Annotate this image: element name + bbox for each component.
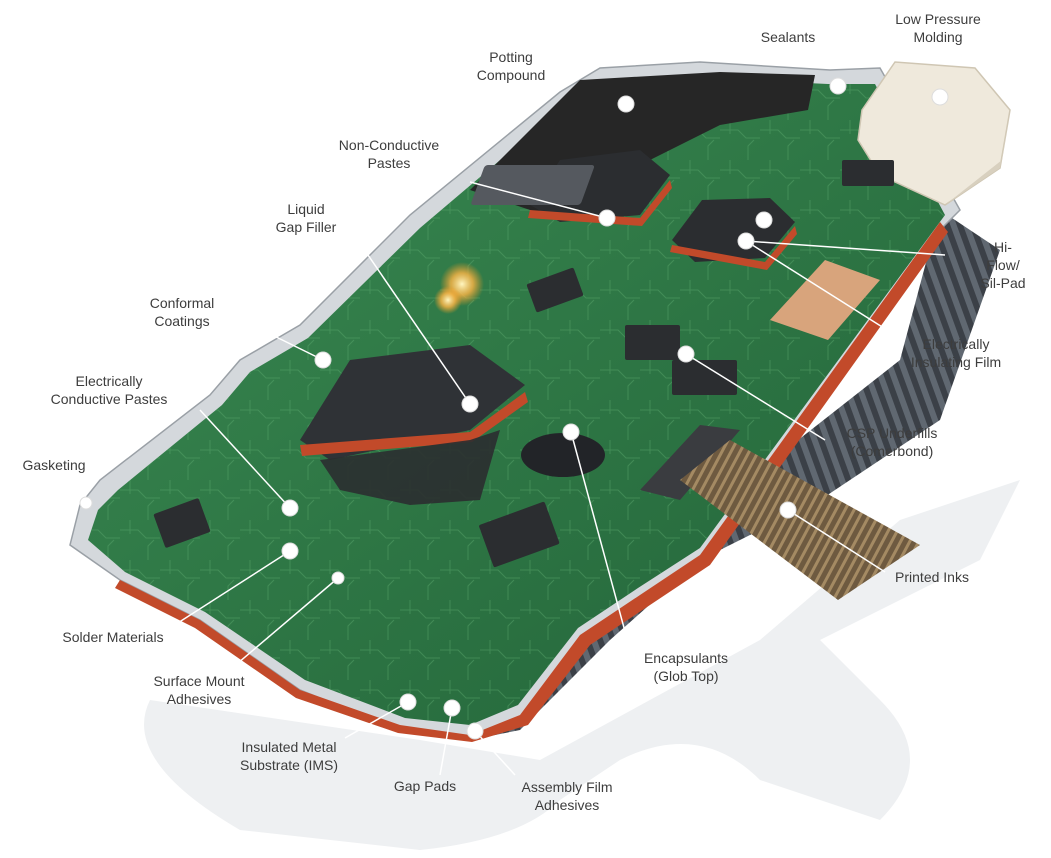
label-encapsulants: Encapsulants (Glob Top) xyxy=(643,650,729,684)
heatsink-chip-top xyxy=(471,150,672,226)
label-assembly-film-adhesives: Assembly Film Adhesives xyxy=(521,779,613,813)
label-printed-inks: Printed Inks xyxy=(895,569,969,585)
label-electrically-insulating-film: Electrically Insulating Film xyxy=(910,336,1002,370)
label-non-conductive-pastes: Non-Conductive Pastes xyxy=(338,137,440,171)
label-surface-mount-adhesives: Surface Mount Adhesives xyxy=(153,673,245,707)
label-insulated-metal-substrate: Insulated Metal Substrate (IMS) xyxy=(239,739,339,773)
label-potting-compound: Potting Compound xyxy=(476,49,546,83)
printed-ink-ribbon xyxy=(680,440,920,600)
label-sealants: Sealants xyxy=(760,29,816,45)
label-electrically-conductive-pastes: Electrically Conductive Pastes xyxy=(50,373,168,407)
leader-lines xyxy=(169,181,946,776)
low-pressure-molding-block xyxy=(857,61,1011,206)
label-markers xyxy=(79,77,949,740)
edge-connector xyxy=(640,425,740,500)
label-csp-underfills: CSP Underfills (Comerbond) xyxy=(846,425,938,459)
floor-shadow xyxy=(144,480,1020,850)
glob-top xyxy=(521,433,605,477)
label-gap-pads: Gap Pads xyxy=(393,778,457,794)
label-liquid-gap-filler: Liquid Gap Filler xyxy=(275,201,337,235)
insulating-film-pad xyxy=(770,260,880,340)
label-solder-materials: Solder Materials xyxy=(62,629,164,645)
ic-chips xyxy=(153,160,894,568)
label-gasketing: Gasketing xyxy=(22,457,86,473)
label-low-pressure-molding: Low Pressure Molding xyxy=(895,11,981,45)
heatsink-chip-left xyxy=(300,345,528,505)
label-hi-flow-sil-pad: Hi-Flow/ Sil-Pad xyxy=(980,239,1026,291)
label-conformal-coatings: Conformal Coatings xyxy=(149,295,215,329)
led-glow xyxy=(434,262,484,314)
